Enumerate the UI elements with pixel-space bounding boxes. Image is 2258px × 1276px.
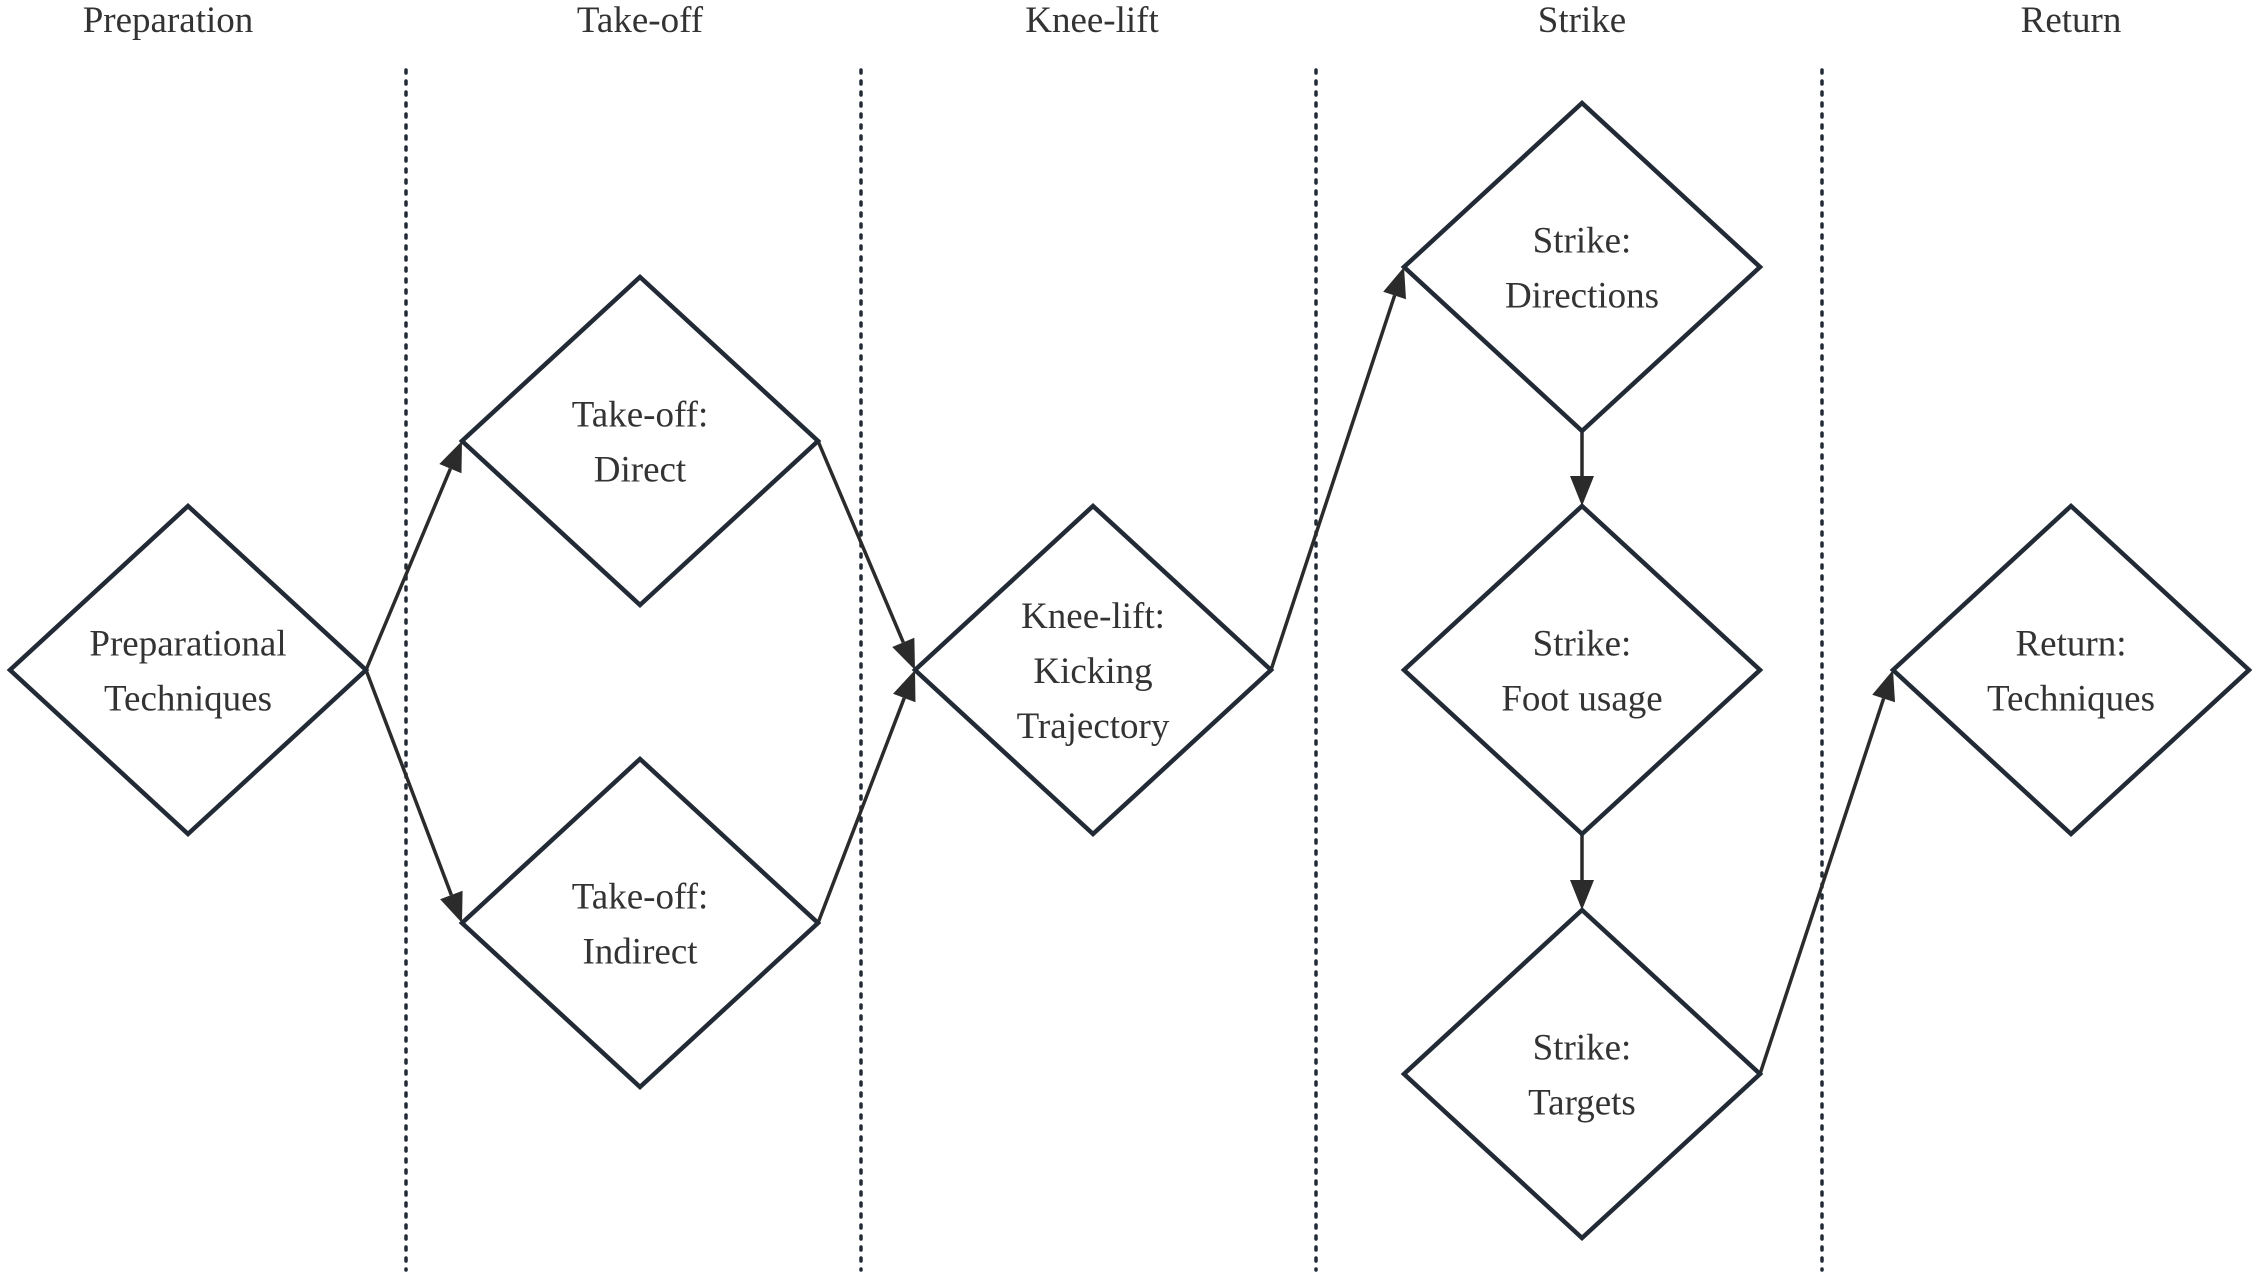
node-diamond-dir xyxy=(1400,99,1764,435)
phase-dividers xyxy=(404,68,1824,1272)
phase-title-strike: Strike xyxy=(1538,0,1626,41)
arrowhead-knee-to-dir xyxy=(1383,267,1406,300)
node-label-indirect-1: Take-off: xyxy=(572,877,708,918)
node-label-knee-1: Knee-lift: xyxy=(1021,596,1165,637)
node-label-prep-2: Techniques xyxy=(104,679,272,720)
node-indirect: Take-off: Indirect xyxy=(458,755,822,1091)
node-diamond-ret xyxy=(1889,502,2253,838)
node-diamond-indirect xyxy=(458,755,822,1091)
arrowhead-prep-to-indirect xyxy=(440,890,463,923)
arrowhead-dir-to-foot xyxy=(1570,476,1594,506)
edges xyxy=(364,267,1896,1075)
edge-indirect-to-knee xyxy=(816,697,906,924)
node-label-ret-2: Techniques xyxy=(1987,679,2155,720)
edge-knee-to-dir xyxy=(1269,294,1397,671)
node-diamond-foot xyxy=(1400,502,1764,838)
node-label-dir-1: Strike: xyxy=(1533,221,1632,262)
node-label-knee-2: Kicking xyxy=(1033,651,1152,692)
node-label-targets-1: Strike: xyxy=(1533,1028,1632,1069)
node-dir: Strike: Directions xyxy=(1400,99,1764,435)
arrowhead-prep-to-direct xyxy=(439,441,462,474)
edge-direct-to-knee xyxy=(816,440,905,644)
phase-title-return: Return xyxy=(2021,0,2122,41)
node-label-foot-1: Strike: xyxy=(1533,624,1632,665)
node-label-ret-1: Return: xyxy=(2016,624,2127,665)
node-label-knee-3: Trajectory xyxy=(1017,706,1170,747)
node-diamond-direct xyxy=(458,273,822,609)
node-foot: Strike: Foot usage xyxy=(1400,502,1764,838)
node-label-direct-1: Take-off: xyxy=(572,395,708,436)
node-diamond-knee xyxy=(911,502,1275,838)
node-label-dir-2: Directions xyxy=(1505,276,1659,317)
nodes: PreparationalTechniquesTake-off:DirectTa… xyxy=(6,99,2253,1242)
node-ret: Return: Techniques xyxy=(1889,502,2253,838)
edge-prep-to-indirect xyxy=(364,669,453,896)
node-label-indirect-2: Indirect xyxy=(582,932,698,973)
node-label-direct-2: Direct xyxy=(594,450,687,491)
edge-prep-to-direct xyxy=(364,467,453,671)
node-diamond-targets xyxy=(1400,906,1764,1242)
node-label-targets-2: Targets xyxy=(1528,1083,1636,1124)
edge-targets-to-ret xyxy=(1758,697,1886,1075)
arrowhead-targets-to-ret xyxy=(1872,670,1896,703)
arrowhead-direct-to-knee xyxy=(892,637,915,670)
arrowhead-indirect-to-knee xyxy=(893,670,916,703)
node-label-prep-1: Preparational xyxy=(89,624,286,665)
phase-titles: Preparation Take-off Knee-lift Strike Return xyxy=(83,0,2122,41)
phase-title-preparation: Preparation xyxy=(83,0,254,41)
phase-title-take-off: Take-off xyxy=(577,0,704,41)
node-label-foot-2: Foot usage xyxy=(1501,679,1662,720)
node-diamond-prep xyxy=(6,502,370,838)
node-direct: Take-off: Direct xyxy=(458,273,822,609)
node-targets: Strike: Targets xyxy=(1400,906,1764,1242)
arrowhead-foot-to-targets xyxy=(1570,880,1594,910)
phase-title-knee-lift: Knee-lift xyxy=(1025,0,1159,41)
